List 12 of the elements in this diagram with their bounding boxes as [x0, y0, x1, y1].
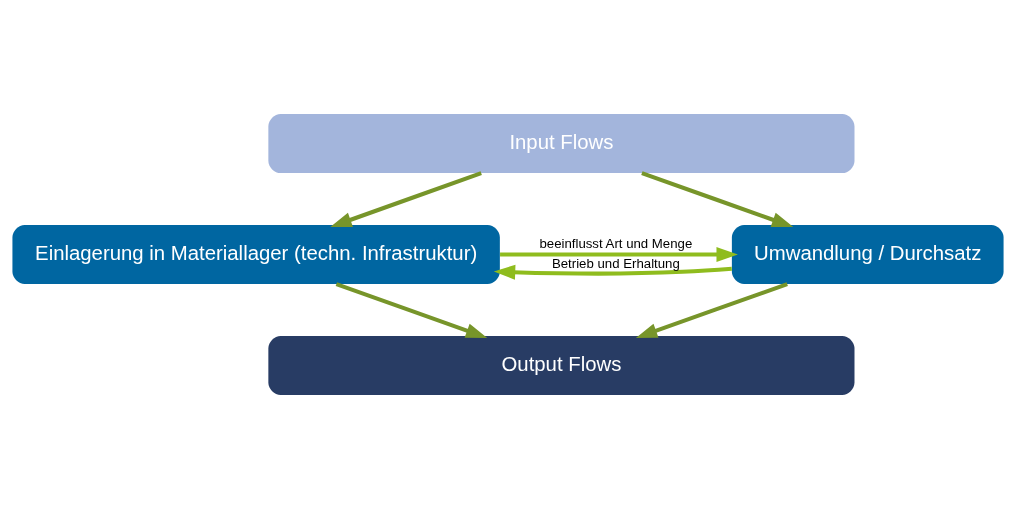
node-box: Input Flows — [268, 113, 855, 173]
arrow — [635, 281, 788, 338]
arrow — [493, 264, 732, 280]
edge-label: Betrieb und Erhaltung — [551, 255, 680, 271]
arrow — [330, 170, 482, 227]
arrow — [500, 246, 738, 262]
node-box: Einlagerung in Materiallager (techn. Infrastruktur) — [12, 224, 500, 284]
edge-label: beeinflusst Art und Menge — [539, 235, 693, 251]
arrow — [641, 170, 794, 227]
node-box: Output Flows — [268, 335, 855, 395]
arrow — [335, 281, 488, 338]
node-box: Umwandlung / Durchsatz — [731, 224, 1004, 284]
